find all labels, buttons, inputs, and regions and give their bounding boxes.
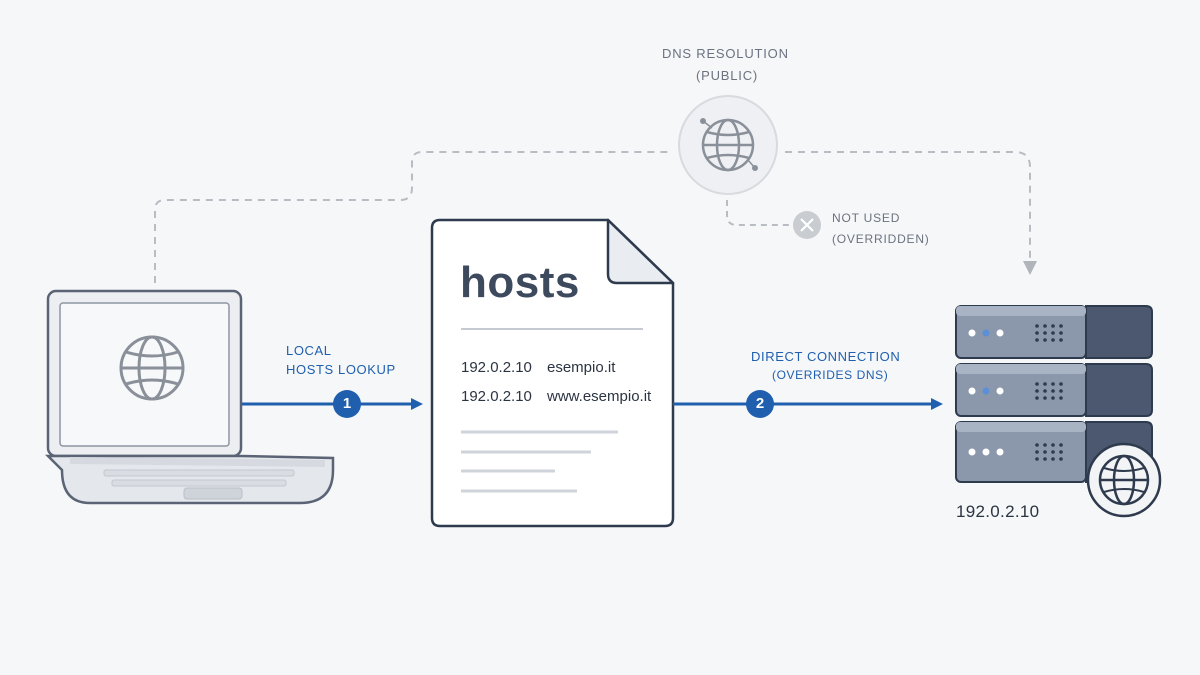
step-2-number: 2	[755, 395, 765, 412]
server-ip: 192.0.2.10	[956, 502, 1040, 521]
dns-title-line2: (PUBLIC)	[696, 68, 759, 83]
dns-path-not-used	[726, 200, 790, 226]
laptop-globe-icon	[119, 335, 185, 401]
hosts-entry-host: www.esempio.it	[547, 388, 652, 405]
dns-globe-icon	[678, 95, 778, 195]
hosts-entry-ip: 192.0.2.10	[461, 359, 532, 376]
not-used-line2: (OVERRIDDEN)	[832, 232, 930, 246]
dns-path-left	[154, 151, 668, 283]
not-used-line1: NOT USED	[832, 211, 901, 225]
hosts-entry-host: esempio.it	[547, 359, 616, 376]
step-1-label-line1: LOCAL	[286, 343, 332, 358]
hosts-entry-ip: 192.0.2.10	[461, 388, 532, 405]
step-2-label-line2: (OVERRIDES DNS)	[772, 368, 889, 382]
server-globe-icon	[1086, 442, 1162, 518]
step-1-label-line2: HOSTS LOOKUP	[286, 362, 396, 377]
step-1-number: 1	[342, 395, 352, 412]
laptop-icon	[44, 289, 335, 505]
hosts-file-icon	[430, 218, 675, 528]
x-circle-icon	[793, 211, 821, 239]
hosts-file-title: hosts	[460, 258, 580, 307]
step-2-label-line1: DIRECT CONNECTION	[751, 349, 901, 364]
step-2-badge	[746, 390, 774, 418]
laptop-keyboard	[92, 447, 302, 451]
step-1-badge	[333, 390, 361, 418]
dns-path-right	[785, 151, 1037, 275]
dns-title-line1: DNS RESOLUTION	[662, 46, 789, 61]
